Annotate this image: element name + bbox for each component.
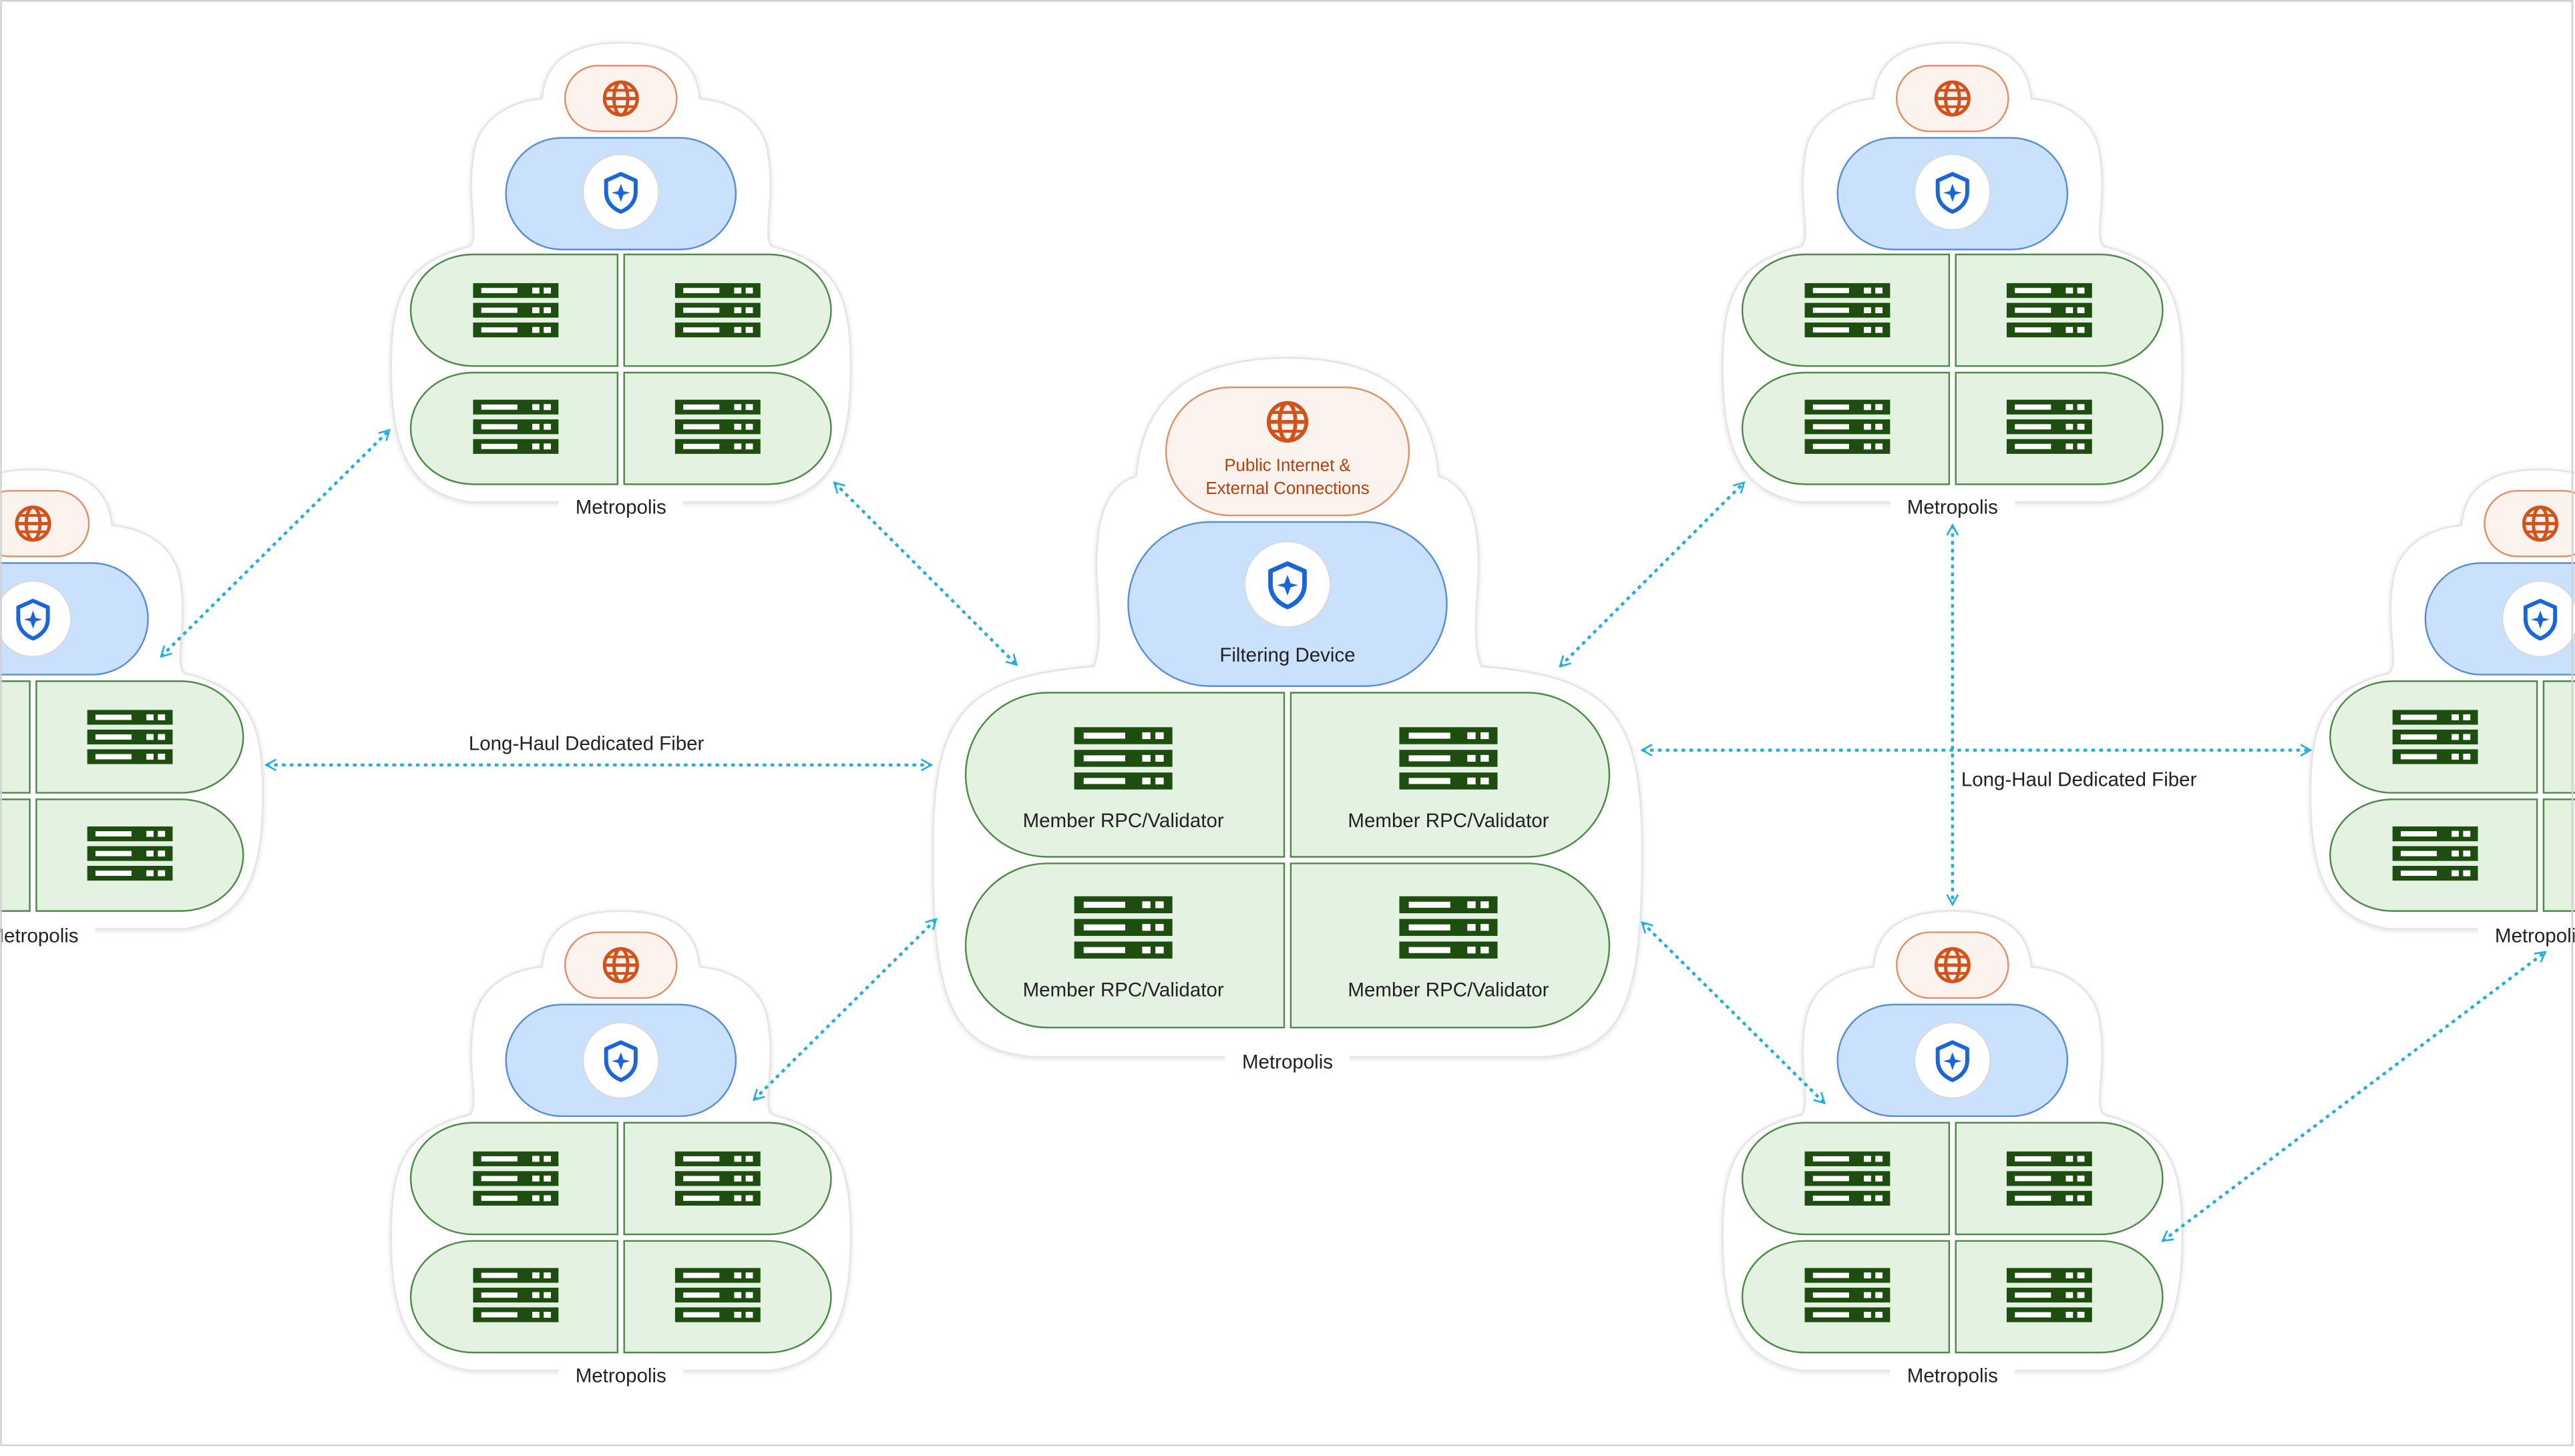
server-icon — [473, 399, 559, 454]
validator-label: Member RPC/Validator — [1348, 979, 1549, 1001]
server-cell — [2542, 680, 2575, 794]
server-icon — [1804, 1268, 1891, 1322]
metro-node-right-partial: Metropolis — [2309, 468, 2575, 947]
metro-node-bottom-left: Metropolis — [390, 910, 852, 1387]
validator-label: Member RPC/Validator — [1023, 979, 1224, 1001]
server-icon — [473, 1151, 559, 1206]
fiber-link — [752, 918, 938, 1102]
validator-label: Member RPC/Validator — [1348, 810, 1549, 832]
metro-label: Metropolis — [576, 497, 666, 519]
server-cell — [0, 798, 31, 912]
server-icon — [87, 710, 173, 764]
internet-label-line2: External Connections — [1205, 479, 1369, 498]
server-icon — [674, 1268, 761, 1322]
server-icon — [1399, 896, 1498, 959]
server-icon — [674, 283, 761, 338]
fiber-links — [160, 429, 2547, 1242]
fiber-link — [2161, 951, 2547, 1242]
server-icon — [1804, 283, 1891, 338]
link-label-right: Long-Haul Dedicated Fiber — [1961, 769, 2197, 791]
fiber-link — [160, 429, 391, 658]
server-icon — [2392, 710, 2478, 764]
metro-node-top-right: Metropolis — [1722, 41, 2184, 519]
server-icon — [2006, 399, 2092, 454]
server-icon — [1074, 727, 1173, 790]
server-icon — [1804, 399, 1891, 454]
fiber-link — [1641, 921, 1826, 1105]
metro-node-top-left: Metropolis — [390, 41, 852, 519]
server-icon — [2006, 1268, 2092, 1322]
metro-node-bottom-right: Metropolis — [1722, 910, 2184, 1387]
metro-label: Metropolis — [576, 1365, 666, 1387]
server-icon — [2392, 826, 2478, 881]
server-icon — [473, 283, 559, 338]
server-icon — [87, 826, 173, 881]
internet-label-line1: Public Internet & — [1224, 457, 1350, 475]
metro-label: Metropolis — [1907, 497, 1998, 519]
metro-label: Metropolis — [2495, 925, 2575, 947]
server-icon — [674, 399, 761, 454]
server-icon — [473, 1268, 559, 1322]
server-icon — [1074, 896, 1173, 959]
metro-node-hub: Public Internet & External Connections F… — [932, 356, 1643, 1075]
metro-label: Metropolis — [1907, 1365, 1998, 1387]
metro-label: Metropolis — [0, 925, 79, 947]
fiber-link — [833, 481, 1018, 666]
server-icon — [2006, 1151, 2092, 1206]
link-label-left: Long-Haul Dedicated Fiber — [469, 733, 705, 755]
server-cell — [0, 680, 31, 794]
filter-label: Filtering Device — [1219, 644, 1355, 666]
validator-label: Member RPC/Validator — [1023, 810, 1224, 832]
server-icon — [674, 1151, 761, 1206]
server-icon — [1399, 727, 1498, 790]
metro-node-left-partial: Metropolis — [0, 468, 264, 947]
server-icon — [2006, 283, 2092, 338]
hub-metro-label: Metropolis — [1242, 1051, 1333, 1073]
server-icon — [1804, 1151, 1891, 1206]
internet-pill — [1165, 387, 1410, 517]
server-cell — [2542, 798, 2575, 912]
fiber-link — [1559, 481, 1746, 668]
